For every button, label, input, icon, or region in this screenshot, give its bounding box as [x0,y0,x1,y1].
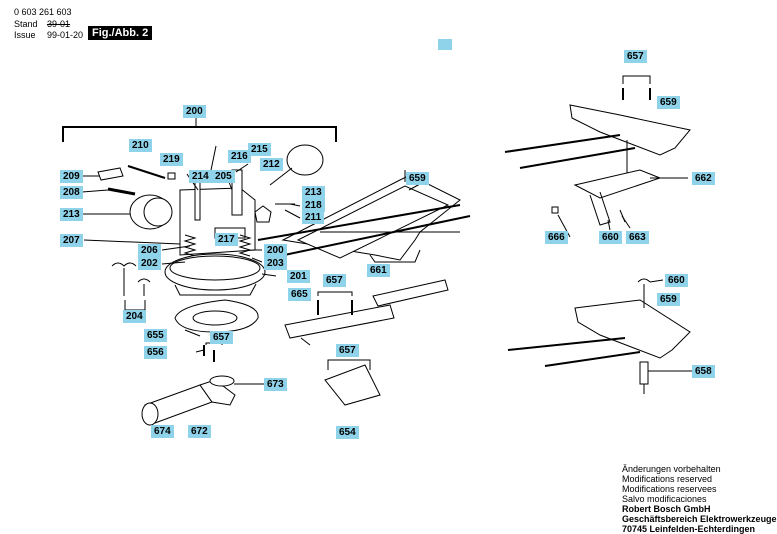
callout-206: 206 [138,244,161,257]
callout-659-lower-right: 659 [657,293,680,306]
callout-204: 204 [123,310,146,323]
callout-210: 210 [129,139,152,152]
callout-203: 203 [264,257,287,270]
issue-value: 99-01-20 [47,30,84,40]
callout-661: 661 [367,264,390,277]
callout-214: 214 [189,170,212,183]
callout-656: 656 [144,346,167,359]
footer-line-fr: Modifications reservees [622,484,717,494]
figure-label: Fig./Abb. 2 [88,26,153,40]
callout-657-top-right: 657 [624,50,647,63]
footer-line-en: Modifications reserved [622,474,713,484]
issue-label: Issue [14,30,36,40]
callout-658: 658 [692,365,715,378]
stand-label: Stand [14,19,38,29]
callout-215: 215 [248,143,271,156]
callout-219: 219 [160,153,183,166]
callout-673: 673 [264,378,287,391]
callout-201: 201 [287,270,310,283]
callout-212: 212 [260,158,283,171]
callout-200-top: 200 [183,105,206,118]
callout-663: 663 [626,231,649,244]
callout-200-side: 200 [264,244,287,257]
callout-205: 205 [212,170,235,183]
callout-217: 217 [215,233,238,246]
footer-company: Robert Bosch GmbH [622,504,711,514]
callout-209: 209 [60,170,83,183]
color-swatch [438,39,452,50]
callout-659-upper-right: 659 [657,96,680,109]
callout-674: 674 [151,425,174,438]
callout-672: 672 [188,425,211,438]
callout-211: 211 [302,211,325,224]
callout-666: 666 [545,231,568,244]
callout-662: 662 [692,172,715,185]
part-number: 0 603 261 603 [14,7,72,17]
callout-213-right: 213 [302,186,325,199]
callout-660-lower: 660 [665,274,688,287]
callout-216: 216 [228,150,251,163]
footer-line-es: Salvo modificaciones [622,494,707,504]
footer-address: 70745 Leinfelden-Echterdingen [622,524,756,534]
footer-line-de: Änderungen vorbehalten [622,464,721,474]
callout-659-main: 659 [406,172,429,185]
callout-660-upper: 660 [599,231,622,244]
stand-value: 39-01 [47,19,71,29]
callout-657-lower: 657 [336,344,359,357]
callout-213-left: 213 [60,208,83,221]
callout-654: 654 [336,426,359,439]
callout-657-middle: 657 [323,274,346,287]
callout-218: 218 [302,199,325,212]
callout-665: 665 [288,288,311,301]
callout-202: 202 [138,257,161,270]
callout-655: 655 [144,329,167,342]
footer-notice: Änderungen vorbehalten Modifications res… [622,464,777,534]
callout-207: 207 [60,234,83,247]
callout-657-left: 657 [210,331,233,344]
callout-208: 208 [60,186,83,199]
footer-division: Geschäftsbereich Elektrowerkzeuge [622,514,777,524]
